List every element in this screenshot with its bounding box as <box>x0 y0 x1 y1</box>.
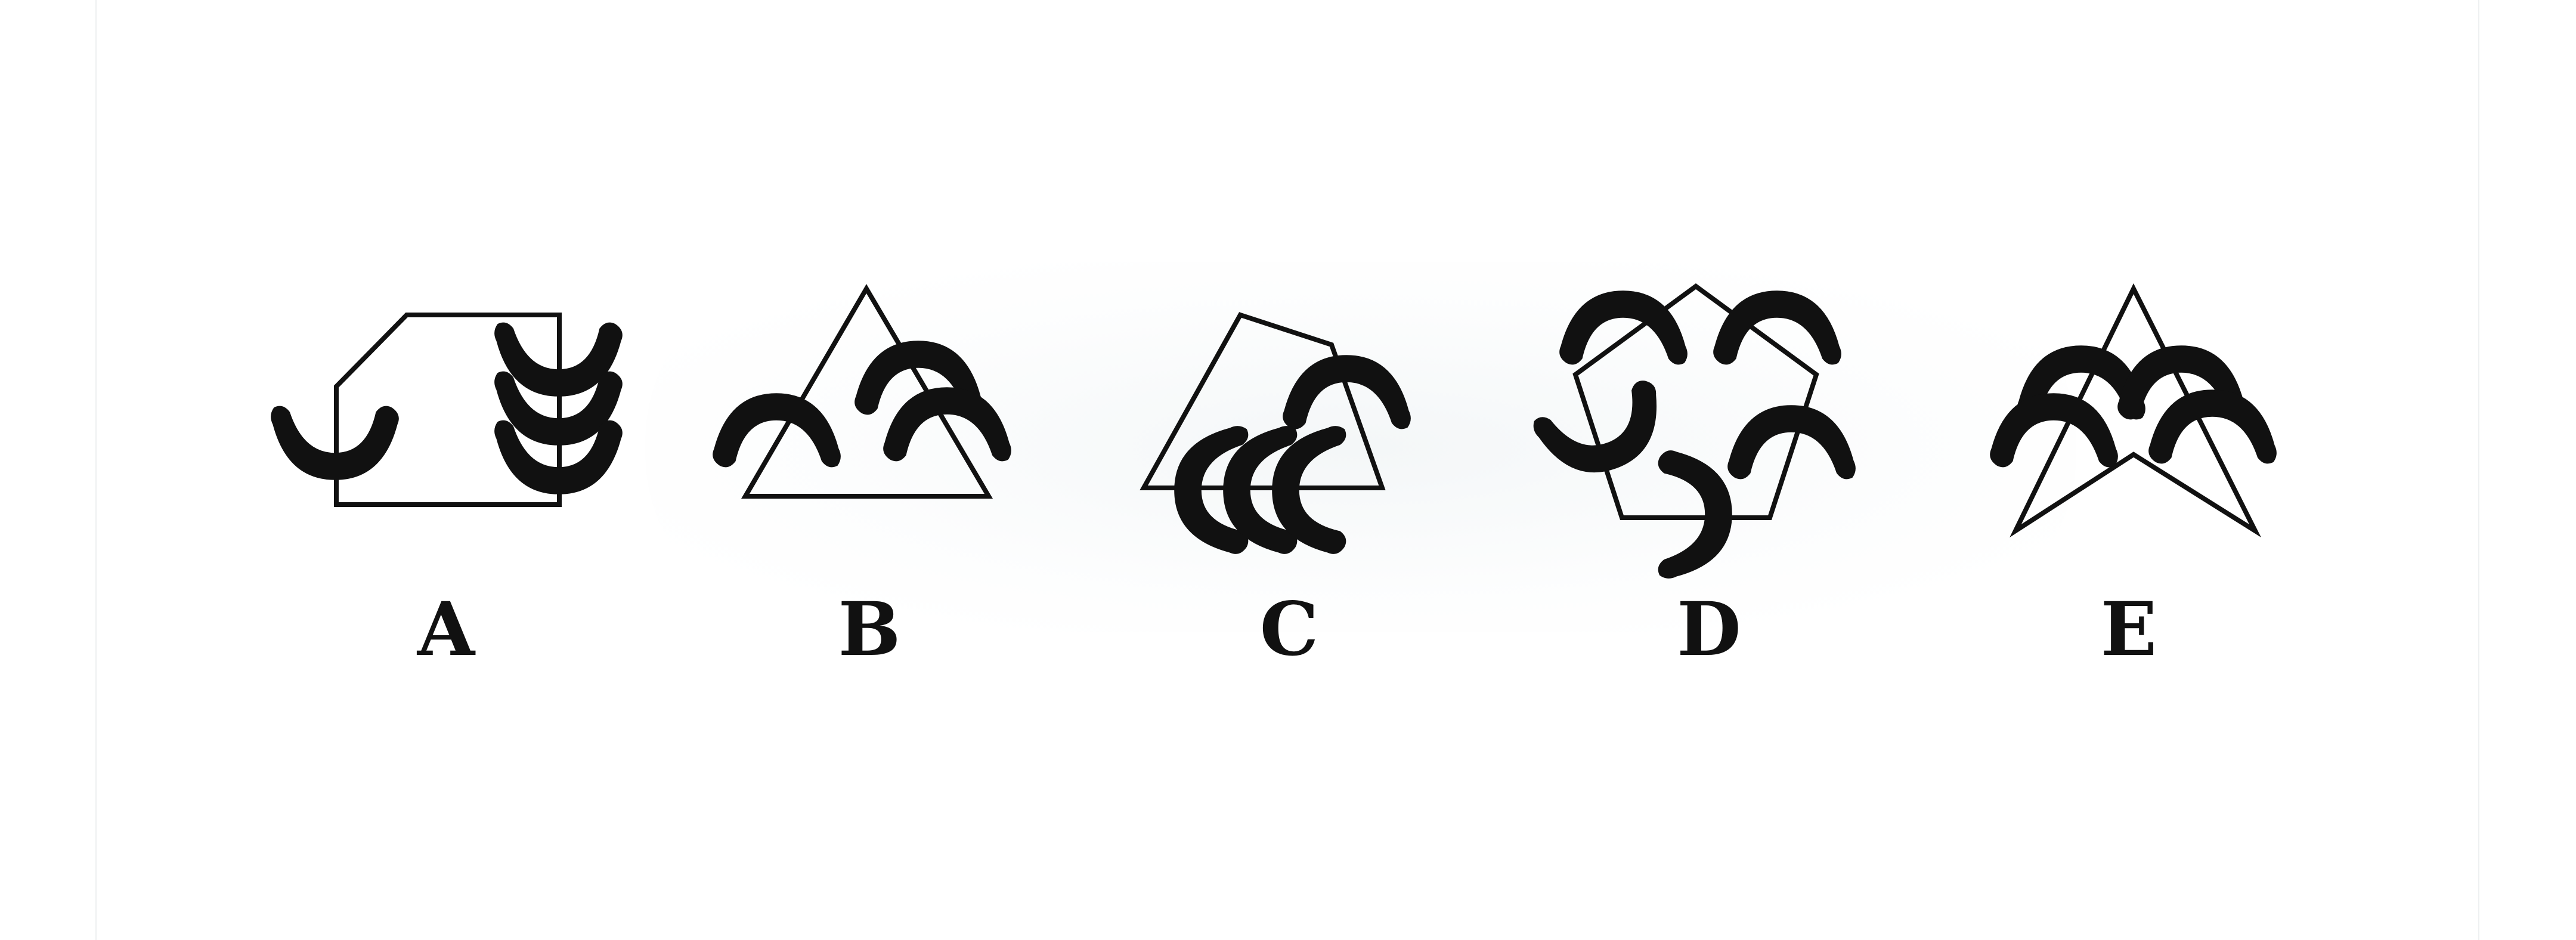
option-a-hexagon <box>334 313 562 507</box>
option-d-mark-right <box>1727 405 1856 480</box>
option-e[interactable] <box>1990 283 2277 538</box>
option-c-quadrilateral <box>1140 312 1386 490</box>
option-d[interactable] <box>1530 283 1856 579</box>
option-d-label: D <box>1677 586 1741 673</box>
option-a-label: A <box>417 586 476 673</box>
option-e-label: E <box>2101 586 2157 673</box>
option-c[interactable] <box>1140 312 1411 554</box>
option-a[interactable] <box>271 313 623 507</box>
option-c-label: C <box>1260 586 1319 673</box>
option-d-mark-bottom <box>1658 450 1732 579</box>
option-b-arch-mark-1 <box>713 393 841 468</box>
option-d-mark-top-left <box>1559 290 1688 365</box>
option-d-mark-top-right <box>1713 290 1841 365</box>
option-d-pentagon <box>1572 283 1819 520</box>
option-e-arrowhead <box>2010 283 2262 538</box>
option-e-arch-mark-4 <box>2148 389 2277 464</box>
option-d-mark-left <box>1530 376 1677 491</box>
option-b[interactable] <box>713 284 1011 499</box>
option-b-label: B <box>838 586 901 673</box>
figure-panel <box>95 0 2479 940</box>
